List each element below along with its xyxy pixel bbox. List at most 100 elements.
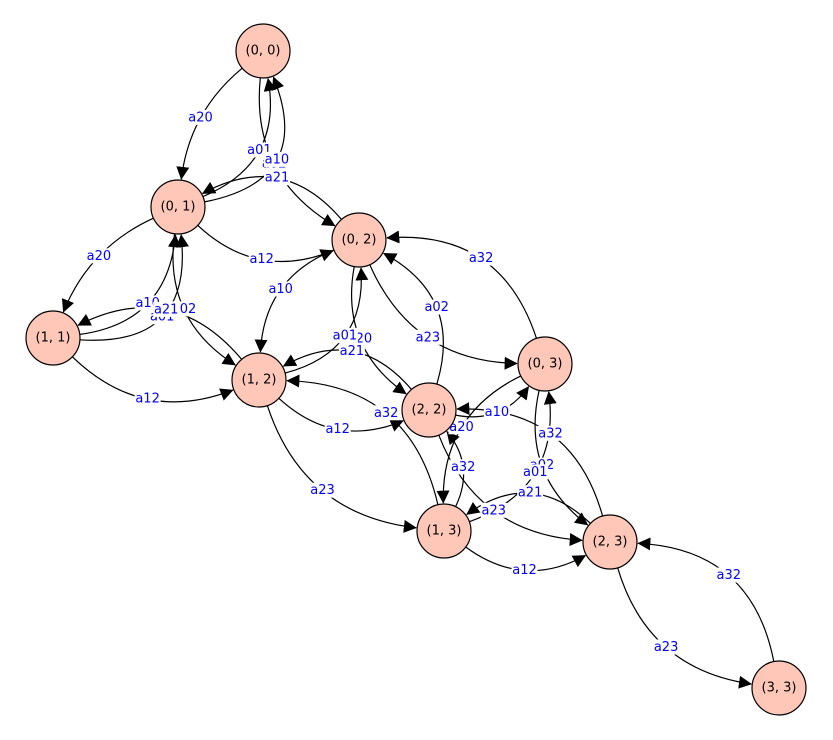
- edge-label-background: [338, 343, 365, 359]
- edge-label-background: [134, 391, 161, 407]
- node-label: (1, 1): [36, 331, 71, 346]
- node-n33: (3, 3): [751, 660, 807, 716]
- edge-label: a12: [324, 421, 351, 437]
- edge-label: a20: [187, 109, 214, 125]
- edge-label-background: [267, 281, 294, 297]
- edge-label: a23: [414, 329, 441, 345]
- node-circle: [416, 503, 472, 559]
- edge-label-text: a12: [325, 422, 350, 437]
- edge-label-background: [450, 459, 477, 475]
- edge-label-background: [187, 109, 214, 125]
- edge-arrow: [617, 567, 752, 689]
- node-label: (0, 0): [246, 44, 281, 59]
- node-circle: [517, 336, 573, 392]
- edge-label: a32: [537, 425, 564, 441]
- edge-label-background: [331, 327, 358, 343]
- node-n13: (1, 3): [416, 503, 472, 559]
- edge-label-background: [448, 419, 475, 435]
- node-circle: [331, 212, 387, 268]
- edge-label-text: a21: [340, 344, 365, 359]
- edge-label: a21: [153, 301, 180, 317]
- edge-label-background: [324, 421, 351, 437]
- node-circle: [25, 310, 81, 366]
- edge-label: a02: [423, 299, 450, 315]
- edge-label-text: a12: [512, 563, 537, 578]
- edge-label: a20: [85, 248, 112, 264]
- edge-label-text: a10: [265, 152, 290, 167]
- node-circle: [235, 23, 291, 79]
- edge-label: a32: [450, 459, 477, 475]
- edge-label-text: a12: [249, 252, 274, 267]
- edge-label-background: [522, 464, 549, 480]
- edge-label-text: a01: [333, 328, 358, 343]
- edge-label-text: a32: [451, 460, 476, 475]
- edge-label-background: [85, 248, 112, 264]
- edge-label-background: [537, 425, 564, 441]
- edge-label: a32: [373, 405, 400, 421]
- edge-label: a10: [263, 151, 290, 167]
- edge-label: a01: [331, 327, 358, 343]
- node-label: (3, 3): [762, 681, 797, 696]
- edge-label: a23: [309, 482, 336, 498]
- node-circle: [401, 382, 457, 438]
- node-n02: (0, 2): [331, 212, 387, 268]
- edge-labels-layer: a20a02a01a10a12a20a02a10a01a12a21a10a20a…: [85, 109, 742, 655]
- edge-label-text: a32: [717, 568, 742, 583]
- edge-label: a21: [264, 170, 290, 186]
- node-n03: (0, 3): [517, 336, 573, 392]
- edge-label-background: [263, 151, 290, 167]
- node-circle: [751, 660, 807, 716]
- node-circle: [231, 352, 287, 408]
- edge-label: a20: [448, 419, 475, 435]
- edge-label: a21: [338, 343, 365, 359]
- edge-label-text: a23: [416, 330, 441, 345]
- edge-label-background: [653, 639, 680, 655]
- edge-label-text: a21: [265, 171, 290, 186]
- node-label: (0, 3): [528, 357, 563, 372]
- edge-label: a10: [267, 281, 294, 297]
- edge-label-text: a10: [485, 405, 510, 420]
- edge-label-background: [480, 502, 507, 518]
- edge-label: a23: [480, 502, 507, 518]
- edge-label-text: a32: [469, 251, 494, 266]
- node-label: (0, 1): [161, 200, 196, 215]
- edge-label: a32: [715, 567, 742, 583]
- edge-label: a32: [468, 250, 495, 266]
- edge-label-text: a32: [374, 406, 399, 421]
- node-n22: (2, 2): [401, 382, 457, 438]
- node-label: (1, 3): [427, 524, 462, 539]
- edge-label: a23: [653, 639, 680, 655]
- edge-label-background: [414, 329, 441, 345]
- edge-label-text: a32: [538, 426, 563, 441]
- edge-label-background: [517, 485, 544, 501]
- edge-label-text: a01: [523, 465, 548, 480]
- edge-label-background: [373, 405, 400, 421]
- edge-label-text: a20: [188, 110, 213, 125]
- edge-label-background: [468, 250, 495, 266]
- edge-label-background: [715, 567, 742, 583]
- edges-layer: [61, 67, 775, 689]
- node-n01: (0, 1): [150, 179, 206, 235]
- node-label: (2, 3): [593, 535, 628, 550]
- node-n23: (2, 3): [582, 514, 638, 570]
- node-n11: (1, 1): [25, 310, 81, 366]
- node-label: (1, 2): [242, 373, 277, 388]
- edge-label-background: [423, 299, 450, 315]
- edge-label-background: [248, 251, 275, 267]
- edge-label: a10: [483, 404, 510, 420]
- edge-label: a12: [511, 562, 538, 578]
- edge-label-background: [153, 301, 180, 317]
- edge-arrow: [383, 252, 444, 385]
- edge-n23-n33: [617, 567, 752, 689]
- node-circle: [150, 179, 206, 235]
- node-n12: (1, 2): [231, 352, 287, 408]
- edge-label-text: a02: [424, 300, 449, 315]
- edge-label-text: a21: [154, 302, 179, 317]
- edge-label-background: [264, 170, 290, 186]
- node-label: (2, 2): [412, 403, 447, 418]
- nodes-layer: (0, 0) (0, 1) (0, 2) (0, 3) (1, 1) (1, 2) (1, …: [25, 23, 807, 716]
- edge-n22-n02: [383, 252, 444, 385]
- edge-label: a12: [134, 391, 161, 407]
- edge-label-text: a10: [268, 282, 293, 297]
